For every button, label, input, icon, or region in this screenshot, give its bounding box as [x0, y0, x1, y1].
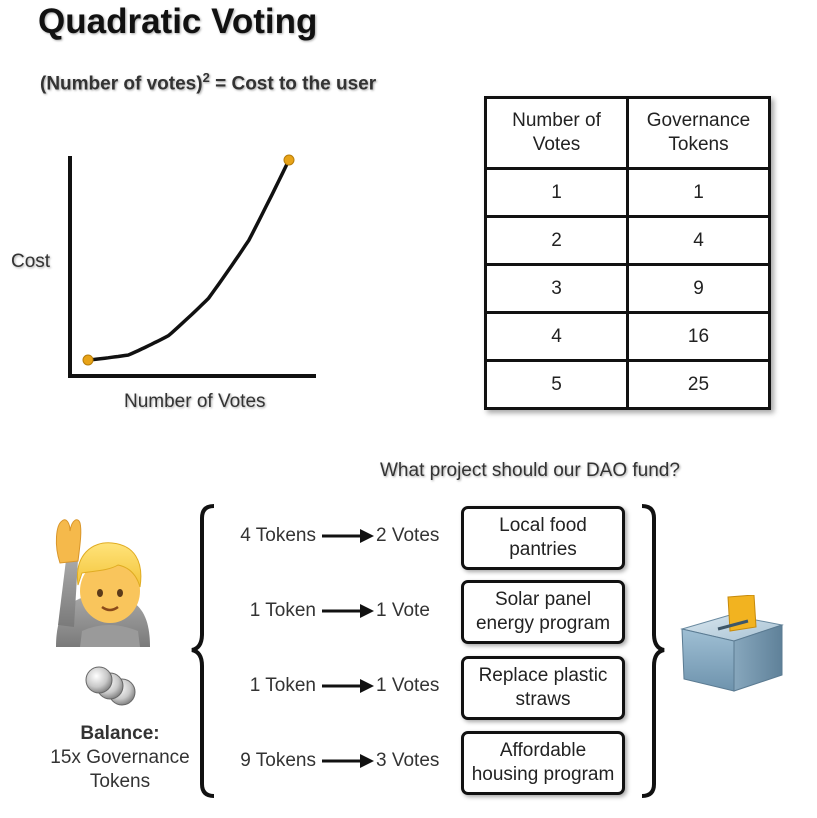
table-cell-tokens: 1 [626, 167, 771, 218]
left-brace [191, 504, 215, 798]
project-option[interactable]: Replace plastic straws [461, 656, 625, 720]
arrow-right-icon [322, 679, 374, 693]
table-cell-tokens: 25 [626, 359, 771, 410]
allocation-votes: 1 Votes [376, 675, 440, 696]
allocation-tokens: 1 Token [249, 600, 316, 621]
table-cell-tokens: 16 [626, 311, 771, 362]
balance-value: 15x Governance Tokens [50, 747, 190, 792]
table-cell-votes: 5 [484, 359, 629, 410]
project-option[interactable]: Solar panel energy program [461, 580, 625, 644]
balance-label: Balance: [80, 723, 160, 744]
table-cell-votes: 3 [484, 263, 629, 314]
page-title: Quadratic Voting [38, 2, 318, 41]
cost-formula: (Number of votes)2 = Cost to the user [40, 70, 376, 95]
arrow-right-icon [322, 604, 374, 618]
formula-left: (Number of votes) [40, 73, 203, 95]
cost-chart [68, 154, 316, 378]
project-label: Local food pantries [499, 515, 587, 560]
allocation-tokens: 1 Token [249, 675, 316, 696]
allocation-tokens: 9 Tokens [240, 750, 316, 771]
arrow-right-icon [322, 529, 374, 543]
table-cell-votes: 4 [484, 311, 629, 362]
curve-end-point [283, 154, 295, 166]
raised-hand-person-icon [55, 519, 150, 647]
table-cell-votes: 2 [484, 215, 629, 266]
table-cell-tokens: 4 [626, 215, 771, 266]
balance: Balance: 15x Governance Tokens [40, 722, 200, 794]
table-cell-votes: 1 [484, 167, 629, 218]
project-label: Replace plastic straws [478, 665, 608, 710]
project-label: Solar panel energy program [475, 589, 611, 634]
curve-start-point [82, 354, 94, 366]
dao-question: What project should our DAO fund? [380, 460, 680, 481]
y-axis-label: Cost [11, 251, 51, 272]
arrow-right-icon [322, 754, 374, 768]
ballot-box-icon [680, 595, 784, 692]
project-option[interactable]: Local food pantries [461, 506, 625, 570]
project-option[interactable]: Affordable housing program [461, 731, 625, 795]
project-label: Affordable housing program [471, 740, 615, 785]
coin-stack-icon [85, 666, 136, 706]
allocation-votes: 1 Vote [376, 600, 430, 621]
cost-curve [87, 159, 291, 362]
formula-exponent: 2 [202, 70, 210, 85]
allocation-tokens: 4 Tokens [240, 525, 316, 546]
allocation-votes: 3 Votes [376, 750, 440, 771]
formula-right: = Cost to the user [215, 73, 377, 95]
x-axis-label: Number of Votes [124, 391, 266, 412]
allocation-votes: 2 Votes [376, 525, 440, 546]
table-cell-tokens: 9 [626, 263, 771, 314]
right-brace [641, 504, 665, 798]
